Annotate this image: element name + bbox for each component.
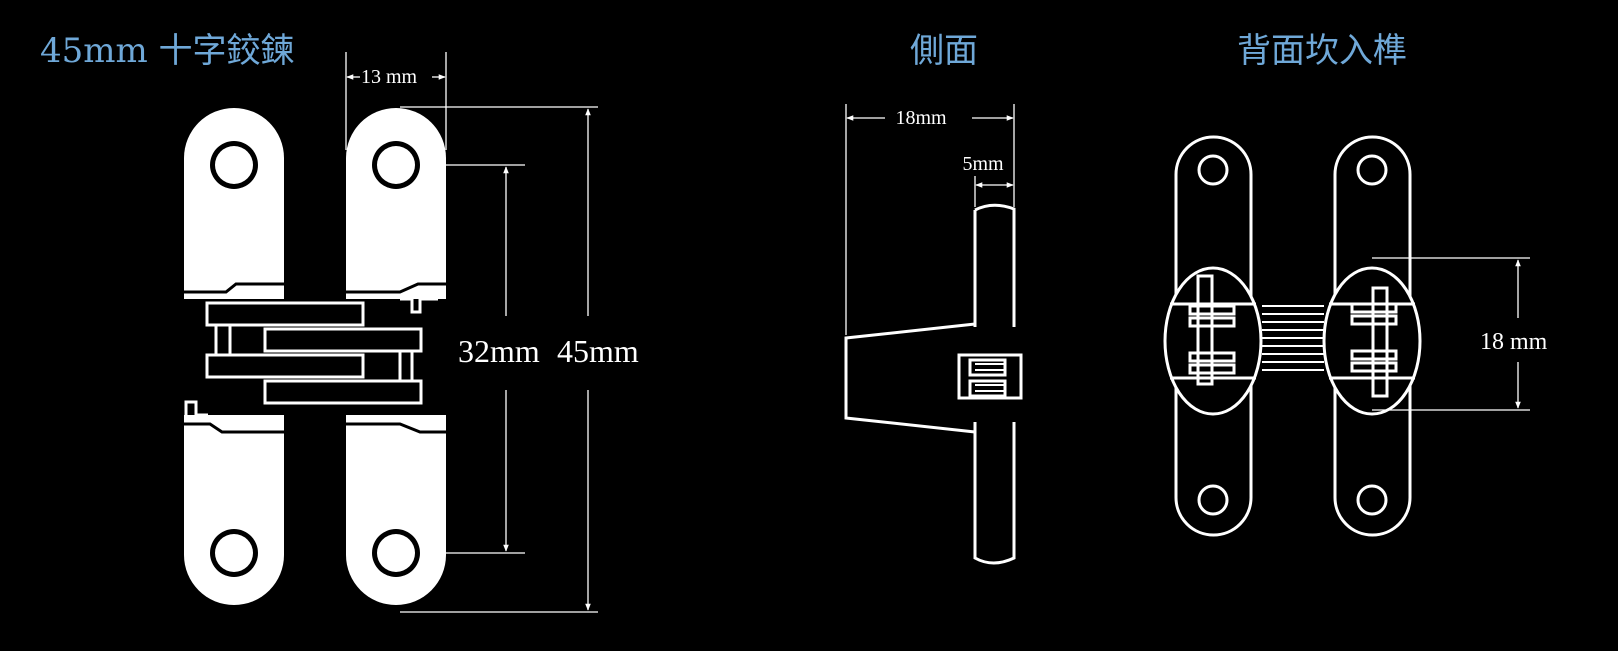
back-leaf-right (1322, 135, 1422, 537)
dim-height-32mm: 32mm (458, 333, 540, 369)
back-view-title: 背面坎入榫 (1237, 31, 1407, 71)
dim-height-45mm: 45mm (557, 333, 639, 369)
back-linkage (1262, 305, 1324, 371)
side-view-title: 側面 (910, 31, 978, 71)
front-dimensions (345, 52, 598, 613)
side-view (844, 203, 1023, 565)
front-leaf-bottom-left (184, 415, 284, 605)
front-pivot-arms (205, 301, 423, 405)
back-dimensions (1372, 257, 1530, 411)
side-dimensions (845, 104, 1015, 335)
front-leaf-top-left (184, 108, 284, 299)
front-leaf-top-right (346, 108, 446, 299)
front-view (184, 108, 446, 605)
front-leaf-bottom-right (346, 415, 446, 605)
main-title: 45mm 十字鉸鍊 (40, 31, 295, 71)
dim-side-5mm: 5mm (962, 153, 1004, 175)
dim-width-13mm: 13 mm (361, 66, 418, 88)
back-view (1163, 135, 1422, 537)
back-leaf-left (1163, 135, 1263, 537)
dim-back-18mm: 18 mm (1480, 329, 1548, 355)
dim-side-18mm: 18mm (895, 107, 947, 129)
